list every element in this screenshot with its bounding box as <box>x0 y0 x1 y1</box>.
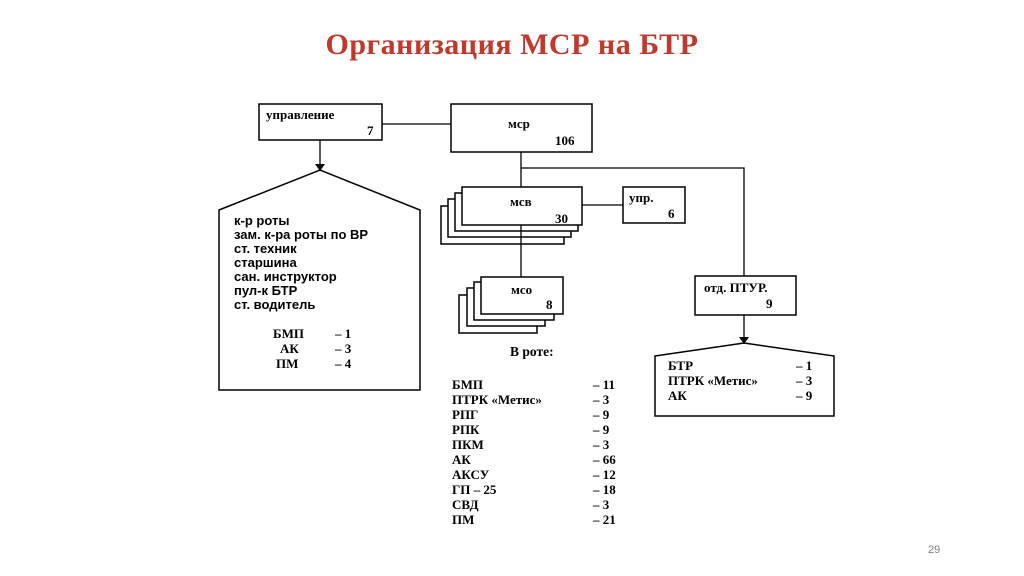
equipment-value: – 1 <box>335 326 352 341</box>
company-row: ПКМ – 3 <box>452 437 632 452</box>
ptur-item-name: АК <box>668 388 687 403</box>
equipment-name: БМП <box>273 326 304 341</box>
mso-label: мсо <box>511 282 533 297</box>
msv-count: 30 <box>555 211 568 226</box>
equipment-value: – 4 <box>335 356 352 371</box>
equipment-row: ПМ – 4 <box>273 356 393 371</box>
msr-count: 106 <box>555 133 575 148</box>
company-heading: В роте: <box>510 344 554 359</box>
item-value: – 3 <box>593 392 610 407</box>
box-msr <box>450 103 593 153</box>
upr-label: упр. <box>629 190 654 205</box>
company-row: АК – 66 <box>452 452 632 467</box>
company-row: РПГ – 9 <box>452 407 632 422</box>
staff-pentagon <box>218 169 421 391</box>
upr-count: 6 <box>668 206 675 221</box>
company-row: ПТРК «Метис» – 3 <box>452 392 632 407</box>
item-name: АК <box>452 452 471 467</box>
box-otd-ptur <box>694 275 797 316</box>
arrow-ptur <box>739 337 749 344</box>
company-row: РПК – 9 <box>452 422 632 437</box>
staff-role: сан. инструктор <box>234 269 337 284</box>
item-value: – 3 <box>593 497 610 512</box>
box-upr <box>622 186 686 224</box>
ptur-row: АК – 9 <box>668 388 828 403</box>
item-name: РПК <box>452 422 480 437</box>
staff-role: пул-к БТР <box>234 283 298 298</box>
connector-msr-ptur <box>521 167 745 276</box>
box-mso <box>480 276 564 315</box>
ptur-equipment: БТР – 1 ПТРК «Метис» – 3 АК – 9 <box>668 358 828 403</box>
item-value: – 66 <box>593 452 616 467</box>
page-number: 29 <box>928 544 941 556</box>
staff-roles: к-р роты зам. к-ра роты по ВР ст. техник… <box>234 214 368 312</box>
company-row: АКСУ – 12 <box>452 467 632 482</box>
item-value: – 21 <box>593 512 616 527</box>
ptur-item-name: БТР <box>668 358 694 373</box>
box-upravlenie <box>258 103 383 141</box>
box-msv <box>461 186 583 226</box>
item-name: ПТРК «Метис» <box>452 392 542 407</box>
upravlenie-count: 7 <box>367 123 374 138</box>
item-value: – 18 <box>593 482 616 497</box>
item-value: – 11 <box>593 377 616 392</box>
company-items: БМП – 11 ПТРК «Метис» – 3 РПГ – 9 РПК – 9 ПК… <box>452 377 632 527</box>
upravlenie-label: управление <box>266 107 335 122</box>
equipment-row: БМП – 1 <box>273 326 393 341</box>
staff-role: ст. техник <box>234 241 297 256</box>
ptur-item-value: – 9 <box>796 388 813 403</box>
staff-equipment: БМП – 1 АК – 3 ПМ – 4 <box>273 326 393 371</box>
staff-role: ст. водитель <box>234 297 316 312</box>
otd-ptur-count: 9 <box>766 296 773 311</box>
equipment-value: – 3 <box>335 341 352 356</box>
item-value: – 12 <box>593 467 616 482</box>
msv-label: мсв <box>510 194 532 209</box>
staff-role: старшина <box>234 255 297 270</box>
company-row: БМП – 11 <box>452 377 632 392</box>
staff-role: зам. к-ра роты по ВР <box>234 227 369 242</box>
ptur-item-value: – 3 <box>796 373 813 388</box>
item-name: ГП – 25 <box>452 482 497 497</box>
item-name: БМП <box>452 377 483 392</box>
item-name: СВД <box>452 497 479 512</box>
msr-label: мср <box>508 116 530 131</box>
item-name: ПМ <box>452 512 475 527</box>
equipment-name: ПМ <box>276 356 299 371</box>
slide-title: Организация МСР на БТР <box>325 28 699 61</box>
equipment-name: АК <box>280 341 299 356</box>
item-name: ПКМ <box>452 437 484 452</box>
item-name: РПГ <box>452 407 479 422</box>
ptur-row: ПТРК «Метис» – 3 <box>668 373 828 388</box>
ptur-item-name: ПТРК «Метис» <box>668 373 758 388</box>
item-value: – 9 <box>593 407 610 422</box>
item-name: АКСУ <box>452 467 490 482</box>
item-value: – 9 <box>593 422 610 437</box>
equipment-row: АК – 3 <box>273 341 393 356</box>
company-row: СВД – 3 <box>452 497 632 512</box>
staff-role: к-р роты <box>234 213 290 228</box>
otd-ptur-label: отд. ПТУР. <box>704 280 768 295</box>
mso-count: 8 <box>546 297 553 312</box>
company-row: ГП – 25 – 18 <box>452 482 632 497</box>
ptur-row: БТР – 1 <box>668 358 828 373</box>
arrow-upr <box>315 164 325 171</box>
item-value: – 3 <box>593 437 610 452</box>
ptur-pentagon <box>654 342 835 417</box>
company-row: ПМ – 21 <box>452 512 632 527</box>
ptur-item-value: – 1 <box>796 358 813 373</box>
